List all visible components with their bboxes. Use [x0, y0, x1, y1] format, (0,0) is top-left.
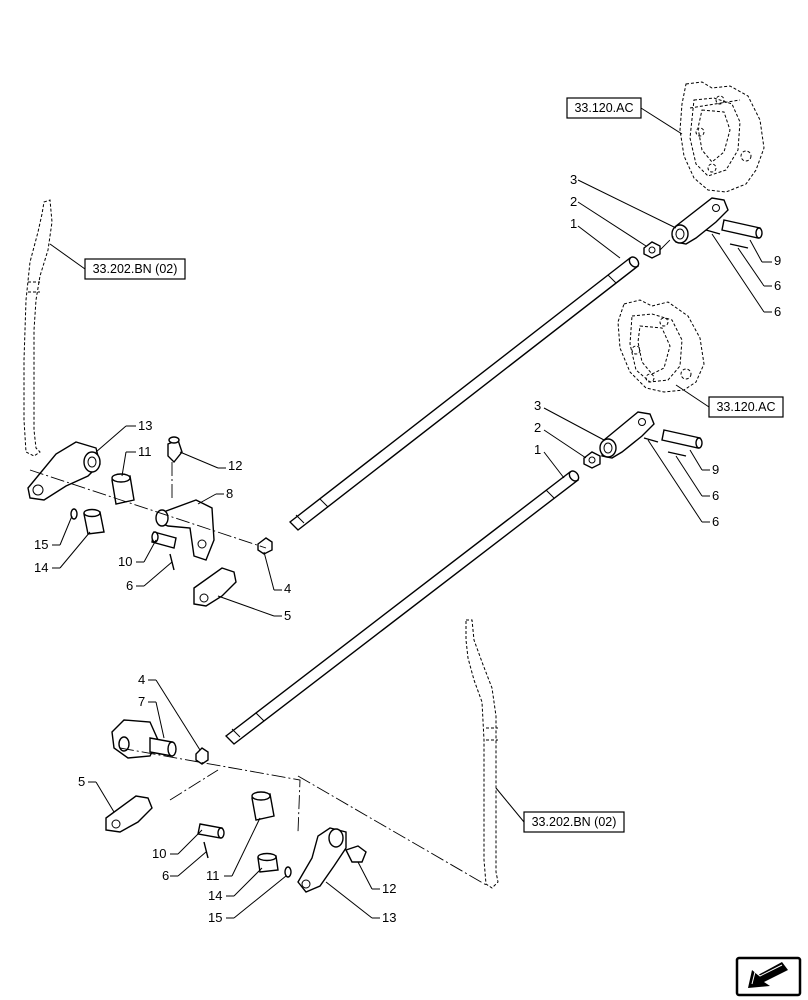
pin-7-lower[interactable] — [149, 737, 177, 757]
callout-1: 1 — [570, 216, 577, 231]
callout-2: 2 — [534, 420, 541, 435]
nut-upper-left[interactable] — [257, 537, 273, 555]
rod-lower[interactable] — [224, 469, 581, 745]
clevis-upper-left[interactable] — [193, 567, 237, 607]
callout-3: 3 — [534, 398, 541, 413]
callout-8: 8 — [226, 486, 233, 501]
clevis-mid-right[interactable] — [599, 411, 655, 459]
washer-lower[interactable] — [284, 866, 292, 878]
axis-line — [659, 233, 677, 251]
callout-11: 11 — [206, 868, 220, 883]
reference-label: 33.202.BN (02) — [93, 262, 178, 276]
axis-lines-lower — [119, 747, 489, 887]
reference-box-top-right[interactable]: 33.120.AC — [566, 97, 683, 135]
reference-label: 33.120.AC — [716, 400, 775, 414]
rod-upper[interactable] — [288, 255, 641, 531]
callout-14: 14 — [34, 560, 48, 575]
callout-6: 6 — [774, 278, 781, 293]
callout-6: 6 — [774, 304, 781, 319]
callout-2: 2 — [570, 194, 577, 209]
pin-upper-right[interactable] — [721, 219, 763, 239]
reference-box-top-left[interactable]: 33.202.BN (02) — [49, 243, 186, 280]
axis-line — [29, 469, 267, 549]
callout-6: 6 — [126, 578, 133, 593]
grease-fitting-upper[interactable] — [167, 436, 183, 464]
callout-12: 12 — [382, 881, 396, 896]
bushing-lower[interactable] — [251, 791, 275, 821]
lever-arm-upper-left[interactable] — [27, 441, 101, 501]
callout-12: 12 — [228, 458, 242, 473]
callout-13: 13 — [382, 910, 396, 925]
callout-6: 6 — [162, 868, 169, 883]
callout-7: 7 — [138, 694, 145, 709]
callout-6: 6 — [712, 514, 719, 529]
callout-14: 14 — [208, 888, 222, 903]
cotter-pin-lower-left[interactable] — [203, 841, 209, 859]
reference-label: 33.120.AC — [574, 101, 633, 115]
grease-fitting-lower[interactable] — [345, 845, 367, 863]
lever-top-left-dashed — [23, 199, 53, 457]
callout-4: 4 — [284, 581, 291, 596]
cotter-pins-mid-right[interactable] — [643, 437, 687, 457]
reference-box-bottom-center[interactable]: 33.202.BN (02) — [495, 787, 625, 833]
callout-5: 5 — [284, 608, 291, 623]
callouts: 3 2 1 9 6 6 3 2 1 9 6 6 13 11 12 8 15 — [34, 172, 781, 925]
callout-6: 6 — [712, 488, 719, 503]
bracket-assembly-mid-dashed — [617, 299, 705, 393]
nut-lower-left[interactable] — [195, 747, 209, 765]
callout-15: 15 — [208, 910, 222, 925]
bracket-assembly-top-dashed — [679, 81, 765, 193]
callout-11: 11 — [138, 444, 152, 459]
next-page-arrow-icon[interactable] — [735, 956, 802, 997]
clevis-lower-left[interactable] — [105, 795, 153, 833]
pin-small-lower[interactable] — [257, 852, 279, 873]
cotter-pins-upper-right[interactable] — [705, 229, 749, 249]
callout-10: 10 — [118, 554, 132, 569]
reference-label: 33.202.BN (02) — [532, 815, 617, 829]
bushing-upper-left[interactable] — [111, 473, 135, 505]
reference-box-mid-right[interactable]: 33.120.AC — [675, 384, 784, 418]
pin-small-upper-left[interactable] — [83, 508, 105, 535]
callout-4: 4 — [138, 672, 145, 687]
nut-mid-right[interactable] — [583, 451, 601, 469]
pin-10-upper[interactable] — [151, 531, 177, 549]
callout-10: 10 — [152, 846, 166, 861]
pin-10-lower[interactable] — [197, 823, 225, 839]
callout-9: 9 — [712, 462, 719, 477]
lever-arm-lower[interactable] — [297, 827, 347, 893]
nut-upper-right[interactable] — [643, 241, 661, 259]
callout-15: 15 — [34, 537, 48, 552]
callout-1: 1 — [534, 442, 541, 457]
callout-3: 3 — [570, 172, 577, 187]
washer-upper-left[interactable] — [70, 508, 78, 520]
bellcrank-upper[interactable] — [155, 499, 215, 561]
callout-9: 9 — [774, 253, 781, 268]
callout-5: 5 — [78, 774, 85, 789]
pin-mid-right[interactable] — [661, 429, 703, 449]
callout-13: 13 — [138, 418, 152, 433]
clevis-upper-right[interactable] — [671, 197, 729, 245]
lever-bottom-dashed — [465, 619, 499, 889]
